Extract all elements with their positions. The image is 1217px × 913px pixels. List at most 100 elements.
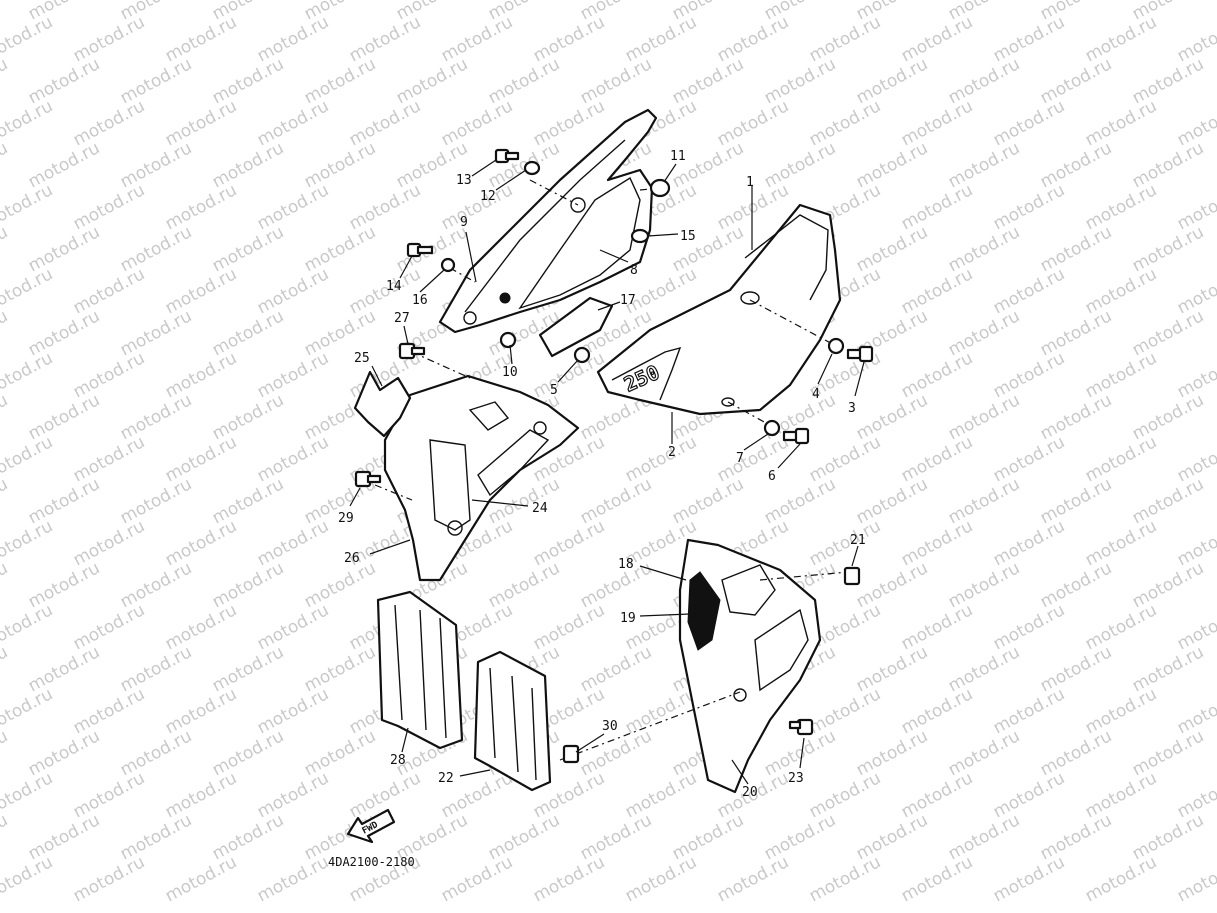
watermark-text: motod.ru	[577, 726, 655, 780]
watermark-text: motod.ru	[0, 768, 56, 822]
callout-26: 26	[344, 551, 360, 566]
watermark-text: motod.ru	[209, 810, 287, 864]
callout-3: 3	[848, 401, 856, 416]
watermark-text: motod.ru	[1037, 474, 1115, 528]
watermark-text: motod.ru	[1082, 96, 1160, 150]
watermark-text: motod.ru	[1129, 474, 1207, 528]
watermark-text: motod.ru	[853, 222, 931, 276]
watermark-text: motod.ru	[622, 12, 700, 66]
watermark-text: motod.ru	[0, 0, 11, 24]
watermark-text: motod.ru	[1037, 726, 1115, 780]
watermark-text: motod.ru	[530, 96, 608, 150]
watermark-text: motod.ru	[70, 600, 148, 654]
watermark-text: motod.ru	[898, 600, 976, 654]
watermark-text: motod.ru	[714, 852, 792, 906]
watermark-text: motod.ru	[0, 810, 11, 864]
watermark-text: motod.ru	[70, 768, 148, 822]
diagram-code: 4DA2100-2180	[328, 855, 415, 869]
watermark-text: motod.ru	[254, 432, 332, 486]
watermark-text: motod.ru	[70, 348, 148, 402]
watermark-text: motod.ru	[1082, 432, 1160, 486]
watermark-text: motod.ru	[1037, 558, 1115, 612]
watermark-text: motod.ru	[990, 600, 1068, 654]
watermark-text: motod.ru	[254, 12, 332, 66]
watermark-text: motod.ru	[945, 726, 1023, 780]
watermark-text: motod.ru	[254, 852, 332, 906]
watermark-text: motod.ru	[162, 12, 240, 66]
watermark-text: motod.ru	[1129, 54, 1207, 108]
watermark-text: motod.ru	[25, 558, 103, 612]
watermark-text: motod.ru	[162, 852, 240, 906]
collar-12	[523, 160, 541, 176]
watermark-text: motod.ru	[945, 138, 1023, 192]
watermark-text: motod.ru	[70, 516, 148, 570]
watermark-text: motod.ru	[806, 768, 884, 822]
watermark-text: motod.ru	[945, 558, 1023, 612]
watermark-text: motod.ru	[117, 726, 195, 780]
watermark-text: motod.ru	[945, 474, 1023, 528]
watermark-text: motod.ru	[117, 474, 195, 528]
watermark-text: motod.ru	[898, 684, 976, 738]
watermark-text: motod.ru	[254, 516, 332, 570]
airbox-cover	[353, 370, 580, 582]
watermark-text: motod.ru	[1037, 54, 1115, 108]
watermark-text: motod.ru	[209, 222, 287, 276]
watermark-text: motod.ru	[898, 852, 976, 906]
watermark-text: motod.ru	[1037, 390, 1115, 444]
watermark-text: motod.ru	[714, 96, 792, 150]
bolt-23	[788, 718, 814, 736]
watermark-text: motod.ru	[1082, 684, 1160, 738]
callout-14: 14	[386, 279, 402, 294]
watermark-text: motod.ru	[1129, 390, 1207, 444]
watermark-text: motod.ru	[485, 558, 563, 612]
watermark-text: motod.ru	[209, 558, 287, 612]
bolt-27	[398, 342, 426, 360]
callout-8: 8	[630, 263, 638, 278]
callout-6: 6	[768, 469, 776, 484]
watermark-text: motod.ru	[0, 642, 11, 696]
watermark-text: motod.ru	[1082, 852, 1160, 906]
watermark-text: motod.ru	[669, 474, 747, 528]
watermark-text: motod.ru	[1037, 810, 1115, 864]
callout-7: 7	[736, 451, 744, 466]
watermark-text: motod.ru	[853, 726, 931, 780]
watermark-text: motod.ru	[1037, 642, 1115, 696]
callout-4: 4	[812, 387, 820, 402]
watermark-text: motod.ru	[806, 96, 884, 150]
callout-12: 12	[480, 189, 496, 204]
watermark-text: motod.ru	[209, 642, 287, 696]
callout-27: 27	[394, 311, 410, 326]
watermark-text: motod.ru	[254, 348, 332, 402]
watermark-text: motod.ru	[945, 222, 1023, 276]
watermark-text: motod.ru	[0, 306, 11, 360]
watermark-text: motod.ru	[254, 684, 332, 738]
callout-30: 30	[602, 719, 618, 734]
bolt-3	[846, 345, 874, 363]
watermark-text: motod.ru	[898, 180, 976, 234]
collar-7	[763, 419, 781, 437]
watermark-text: motod.ru	[530, 516, 608, 570]
bolt-13	[494, 148, 520, 164]
watermark-text: motod.ru	[622, 432, 700, 486]
watermark-text: motod.ru	[898, 348, 976, 402]
callout-25: 25	[354, 351, 370, 366]
assembly-lines	[374, 179, 849, 761]
callout-24: 24	[532, 501, 548, 516]
watermark-text: motod.ru	[301, 222, 379, 276]
watermark-text: motod.ru	[577, 54, 655, 108]
watermark-text: motod.ru	[990, 180, 1068, 234]
watermark-text: motod.ru	[990, 12, 1068, 66]
watermark-text: motod.ru	[301, 54, 379, 108]
watermark-text: motod.ru	[990, 852, 1068, 906]
watermark-text: motod.ru	[1082, 516, 1160, 570]
watermark-text: motod.ru	[485, 138, 563, 192]
watermark-text: motod.ru	[162, 96, 240, 150]
watermark-text: motod.ru	[162, 348, 240, 402]
clip-30	[562, 744, 580, 764]
watermark-text: motod.ru	[346, 12, 424, 66]
radiator-guard-28	[376, 590, 464, 750]
watermark-text: motod.ru	[209, 54, 287, 108]
watermark-text: motod.ru	[209, 306, 287, 360]
callout-18: 18	[618, 557, 634, 572]
watermark-text: motod.ru	[1174, 852, 1217, 906]
